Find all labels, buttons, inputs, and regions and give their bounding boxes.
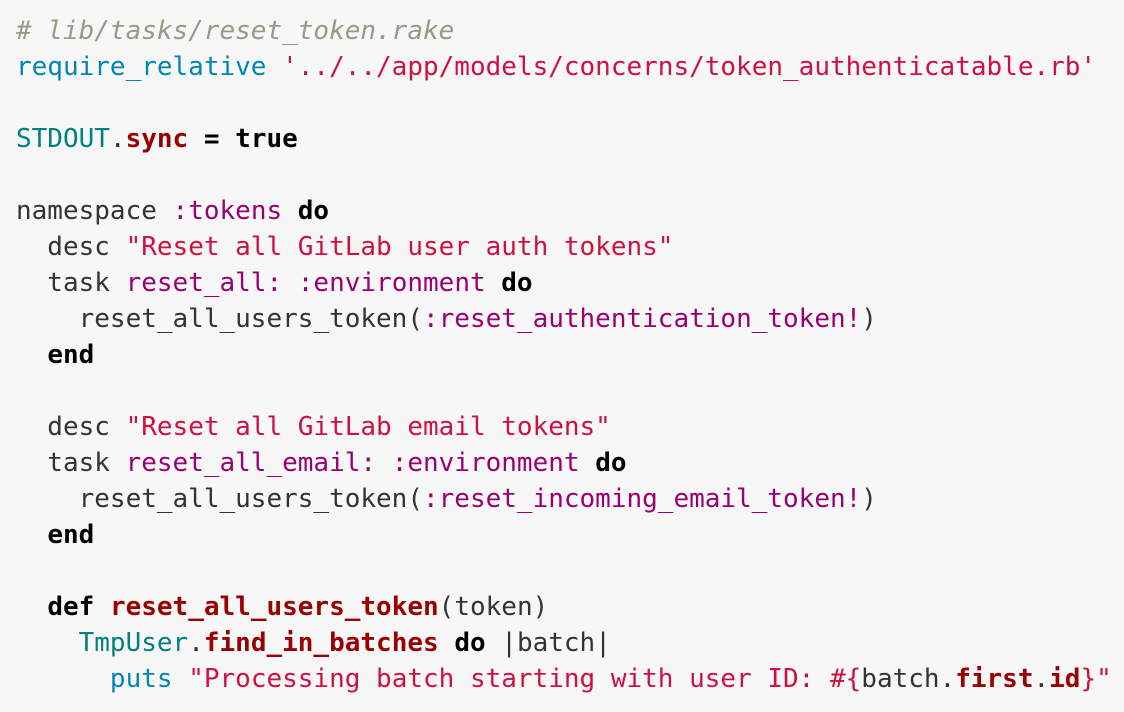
code-line-find-in-batches: TmpUser.find_in_batches do |batch| [78, 628, 611, 658]
desc-email-string: "Reset all GitLab email tokens" [125, 412, 611, 442]
code-line-desc-email: desc "Reset all GitLab email tokens" [16, 412, 611, 442]
puts-keyword: puts [109, 664, 173, 694]
code-line-comment: # lib/tasks/reset_token.rake [16, 13, 1112, 49]
method-name-reset-all-users-token: reset_all_users_token [109, 592, 439, 622]
code-line-task-reset-all: task reset_all: :environment do [16, 268, 533, 298]
code-line-desc-auth: desc "Reset all GitLab user auth tokens" [16, 232, 674, 262]
task-name-reset-all-email: reset_all_email: [125, 448, 377, 478]
code-line-blank [16, 85, 1112, 121]
code-line-namespace: namespace :tokens do [16, 196, 330, 226]
code-line-def: def reset_all_users_token(token) [47, 592, 549, 622]
code-line-call-email: reset_all_users_token(:reset_incoming_em… [16, 484, 877, 514]
desc-auth-string: "Reset all GitLab user auth tokens" [125, 232, 674, 262]
true-literal: true [235, 124, 298, 154]
code-line-blank [16, 553, 1112, 589]
code-line-blank [16, 157, 1112, 193]
sync-method: sync [125, 124, 189, 154]
code-line-blank [16, 373, 1112, 409]
code-line-call-auth: reset_all_users_token(:reset_authenticat… [16, 304, 877, 334]
require-path-string: '../../app/models/concerns/token_authent… [282, 52, 1097, 82]
code-line-puts: puts "Processing batch starting with use… [109, 664, 1112, 694]
tokens-symbol: :tokens [172, 196, 283, 226]
code-line-end: end [47, 340, 95, 370]
file-path-comment: # lib/tasks/reset_token.rake [16, 16, 455, 46]
code-line-end: end [47, 520, 95, 550]
code-line-stdout-sync: STDOUT.sync = true [16, 124, 298, 154]
task-name-reset-all: reset_all: [125, 268, 283, 298]
code-line-task-reset-all-email: task reset_all_email: :environment do [16, 448, 627, 478]
tmpuser-constant: TmpUser [78, 628, 189, 658]
code-line-require: require_relative '../../app/models/conce… [16, 49, 1112, 85]
require-relative-keyword: require_relative [16, 52, 267, 82]
stdout-constant: STDOUT [16, 124, 110, 154]
